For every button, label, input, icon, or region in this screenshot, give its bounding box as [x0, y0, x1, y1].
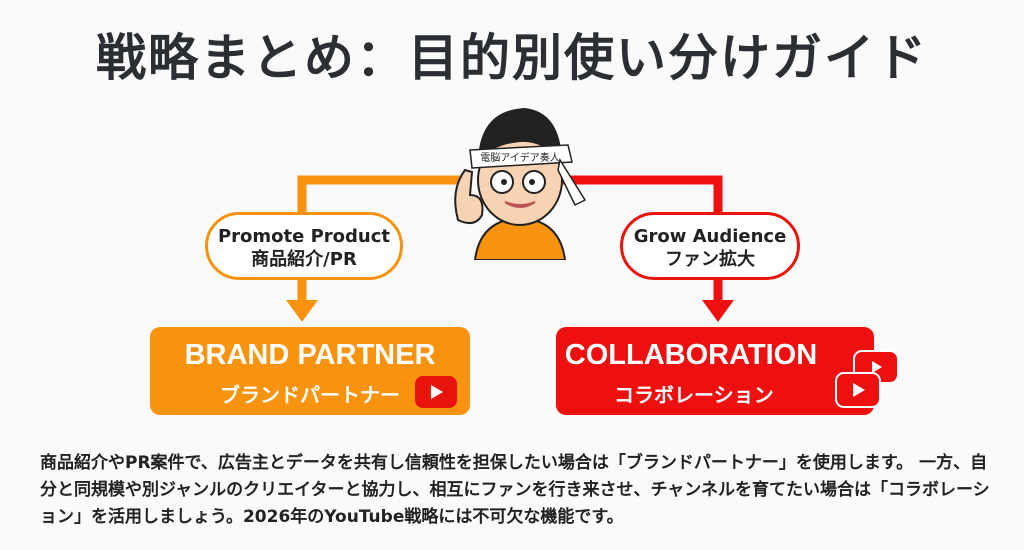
collaboration-box: COLLABORATION コラボレーション	[556, 327, 899, 415]
promote-product-bubble: Promote Product 商品紹介/PR	[205, 212, 403, 280]
bubble-label-en: Grow Audience	[633, 226, 787, 247]
box-title-jp: コラボレーション	[614, 383, 774, 407]
bubble-label-jp: 商品紹介/PR	[251, 249, 357, 270]
description-text: 商品紹介やPR案件で、広告主とデータを共有し信頼性を担保したい場合は「ブランドパ…	[40, 453, 990, 527]
brand-partner-box: BRAND PARTNER ブランドパートナー	[150, 327, 470, 415]
youtube-play-icon	[415, 376, 457, 408]
red-arrowhead	[702, 300, 734, 322]
orange-arrowhead	[286, 300, 318, 322]
grow-audience-bubble: Grow Audience ファン拡大	[620, 212, 800, 280]
bubble-label-jp: ファン拡大	[665, 249, 755, 270]
page-title: 戦略まとめ：目的別使い分けガイド	[96, 29, 928, 87]
box-title-en: BRAND PARTNER	[184, 339, 436, 371]
bubble-label-en: Promote Product	[217, 226, 391, 247]
box-title-jp: ブランドパートナー	[220, 383, 400, 407]
box-title-en: COLLABORATION	[564, 339, 818, 371]
avatar-character: 電脳アイデア奏人	[454, 108, 587, 260]
headband-text: 電脳アイデア奏人	[480, 151, 560, 164]
youtube-double-play-icon	[835, 350, 899, 408]
